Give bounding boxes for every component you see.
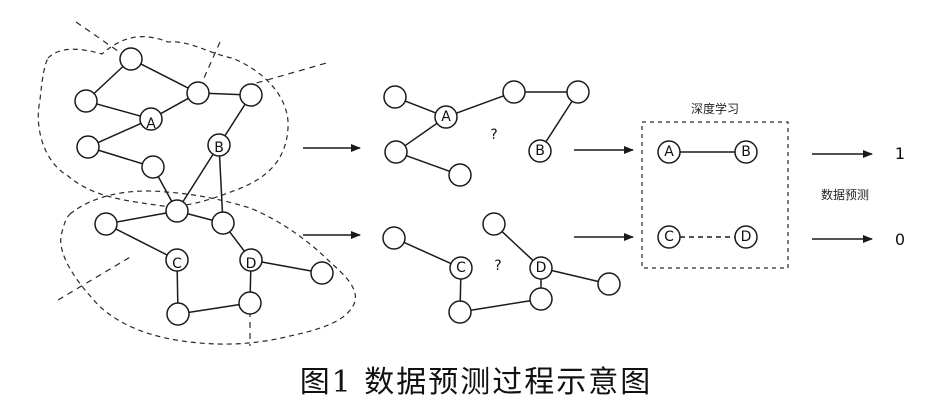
node-q1: [165, 199, 189, 223]
node-q4: [310, 261, 334, 285]
label-a-box: A: [664, 144, 674, 160]
edge-p4-b1: [224, 103, 246, 137]
node-m4: [384, 140, 408, 164]
node-q5: [166, 302, 190, 326]
node-q2: [211, 211, 235, 235]
edge-p1-p2: [93, 65, 124, 95]
label-d-box: D: [741, 229, 752, 245]
edge-ma-m4: [404, 122, 438, 147]
edge-a1-p3: [159, 97, 190, 115]
label-b-middle: B: [535, 143, 545, 159]
node-xb: [734, 140, 758, 164]
edge-b1-q1: [182, 153, 214, 203]
node-xa: [657, 140, 681, 164]
edge-c1-q5: [176, 270, 179, 304]
edge-q2-d1: [228, 231, 246, 252]
node-ma: [434, 105, 458, 129]
deep-learning-title: 深度学习: [691, 101, 739, 116]
edge-m1-ma: [404, 100, 437, 114]
edge-m4-m5: [405, 154, 451, 173]
node-n2: [482, 212, 506, 236]
edge-q5-q6: [188, 303, 240, 314]
edge-b1-q2: [218, 155, 224, 213]
unknown-mark-top: ?: [490, 127, 497, 143]
node-p1: [119, 47, 143, 71]
node-b1: [207, 133, 231, 157]
edge-nd-n3: [550, 269, 600, 283]
node-nd: [529, 256, 553, 280]
node-d1: [239, 248, 263, 272]
edge-p6-q1: [157, 175, 173, 203]
node-xc: [657, 225, 681, 249]
node-q6: [238, 291, 262, 315]
node-n5: [529, 287, 553, 311]
node-p6: [141, 155, 165, 179]
figure-caption: 图1 数据预测过程示意图: [300, 365, 653, 400]
label-c-box: C: [664, 229, 674, 245]
label-a-middle: A: [441, 109, 451, 125]
unknown-mark-bottom: ?: [494, 258, 501, 274]
graph-nodes: [74, 47, 758, 326]
label-c-middle: C: [456, 260, 466, 276]
edge-p2-a1: [95, 103, 142, 117]
edge-p1-p3: [140, 63, 189, 89]
node-nc: [449, 256, 473, 280]
node-m5: [448, 163, 472, 187]
cut-line-right: [245, 61, 331, 87]
node-xd: [734, 225, 758, 249]
edge-m3-mb: [545, 100, 573, 143]
label-a-left: A: [146, 116, 156, 132]
edge-n1-nc: [403, 241, 452, 265]
left-graph-boundaries: [37, 21, 356, 346]
node-c1: [165, 248, 189, 272]
edge-n2-nd: [501, 230, 534, 262]
node-n3: [597, 272, 621, 296]
node-q3: [94, 212, 118, 236]
edge-ma-m2: [455, 95, 505, 114]
lower-region-boundary: [60, 190, 356, 345]
upper-region-boundary: [37, 36, 289, 207]
deep-learning-box: [641, 121, 789, 269]
prediction-label: 数据预测: [821, 187, 869, 202]
label-d-middle: D: [536, 260, 547, 276]
node-m2: [502, 80, 526, 104]
label-d-left: D: [246, 256, 257, 272]
node-labels: A B C D A B C D A B C D: [146, 109, 751, 276]
node-m1: [383, 85, 407, 109]
edge-nc-n4: [459, 278, 462, 302]
cut-line-top-left: [75, 21, 129, 59]
output-top: 1: [895, 144, 905, 163]
node-p4: [239, 83, 263, 107]
edge-p5-p6: [97, 149, 144, 165]
graph-edges: [93, 63, 736, 314]
node-p2: [74, 89, 98, 113]
edge-q3-c1: [115, 228, 168, 256]
node-n4: [448, 300, 472, 324]
edge-a1-p5: [97, 122, 142, 144]
node-p3: [186, 81, 210, 105]
edge-n4-n5: [470, 299, 531, 312]
node-mb: [528, 139, 552, 163]
edge-q1-q2: [186, 213, 214, 221]
label-b-box: B: [741, 144, 751, 160]
label-c-left: C: [172, 256, 182, 272]
edge-q1-q3: [116, 212, 167, 223]
node-a1: [139, 107, 163, 131]
edge-p3-p4: [208, 92, 241, 96]
cut-line-lower-left: [57, 255, 133, 301]
edge-d1-q4: [261, 261, 312, 272]
node-n1: [382, 226, 406, 250]
node-m3: [566, 80, 590, 104]
node-p5: [76, 135, 100, 159]
label-b-left: B: [214, 140, 224, 156]
output-bottom: 0: [895, 230, 905, 249]
